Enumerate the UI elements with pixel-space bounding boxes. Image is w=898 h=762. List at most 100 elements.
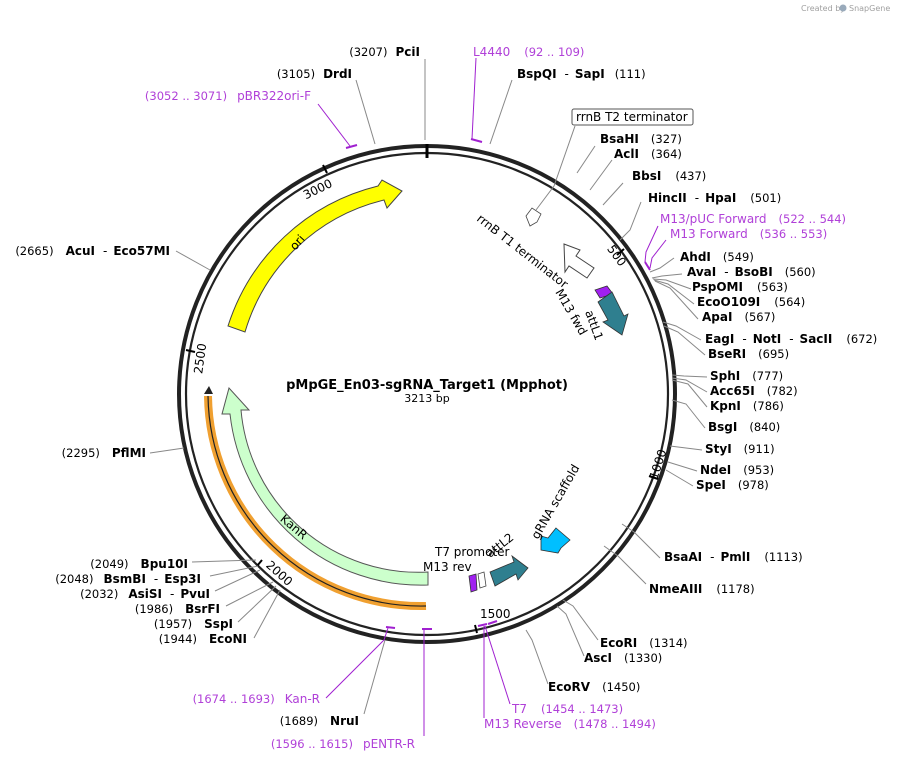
site-name: AscI — [584, 651, 612, 665]
primer-m13-reverse[interactable]: M13 Reverse(1478 .. 1494) — [484, 717, 656, 731]
site-sep: - — [710, 550, 714, 564]
site-ecorv[interactable]: EcoRV(1450) — [548, 680, 640, 694]
site-pos: (1330) — [624, 651, 662, 665]
site-name: BseRI — [708, 347, 746, 361]
site-name2: NotI — [753, 332, 782, 346]
feature-rrnb-t2[interactable]: rrnB T2 terminator — [525, 108, 694, 227]
site-nrui[interactable]: (1689)NruI — [280, 714, 359, 728]
site-pos: (786) — [753, 399, 784, 413]
site-leader — [651, 273, 683, 279]
site-kpni[interactable]: KpnI(786) — [710, 399, 784, 413]
primer-leader — [649, 239, 667, 269]
site-asci[interactable]: AscI (1330) — [584, 651, 662, 665]
site-nmeaiii[interactable]: NmeAIII(1178) — [649, 582, 755, 596]
site-pos: (564) — [774, 295, 805, 309]
primer-l4440[interactable]: L4440(92 .. 109) — [473, 45, 584, 59]
site-sspi[interactable]: (1957)SspI — [154, 617, 233, 631]
site-leader — [175, 250, 211, 271]
site-name: BsaHI — [600, 132, 639, 146]
site-name: EcoRV — [548, 680, 591, 694]
site-name: BsmBI — [104, 572, 146, 586]
primer-m13-puc-forward[interactable]: M13/pUC Forward(522 .. 544) — [660, 212, 846, 226]
feature-kanr[interactable]: KanR — [221, 386, 429, 586]
site-spei[interactable]: SpeI(978) — [696, 478, 769, 492]
site-name: AvaI — [687, 265, 716, 279]
site-name: EagI — [705, 332, 734, 346]
feature-t7-promoter[interactable]: T7 promoter — [434, 545, 510, 589]
primer-m13-forward[interactable]: M13 Forward(536 .. 553) — [670, 227, 827, 241]
site-pflmi[interactable]: (2295)PflMI — [62, 446, 146, 460]
site-bsahi[interactable]: BsaHI(327) — [600, 132, 682, 146]
site-pcii[interactable]: (3207)PciI — [349, 45, 420, 59]
primer-range: (1454 .. 1473) — [541, 702, 623, 716]
site-name2: BsoBI — [735, 265, 773, 279]
primer-pentr-r[interactable]: (1596 .. 1615)pENTR-R — [271, 737, 415, 751]
site-bbsi[interactable]: BbsI(437) — [632, 169, 706, 183]
primer-t7[interactable]: T7(1454 .. 1473) — [511, 702, 623, 716]
site-bsmbi[interactable]: (2048)BsmBI-Esp3I — [55, 572, 201, 586]
site-pos: (2048) — [55, 572, 93, 586]
site-econi[interactable]: (1944)EcoNI — [159, 632, 247, 646]
site-hincii[interactable]: HincII-HpaI(501) — [648, 191, 781, 205]
site-pos: (911) — [744, 442, 775, 456]
primer-kan-r[interactable]: (1674 .. 1693)Kan-R — [193, 692, 320, 706]
site-bspqi[interactable]: BspQI-SapI(111) — [517, 67, 646, 81]
site-bsaai[interactable]: BsaAI-PmlI(1113) — [664, 550, 803, 564]
site-name: NmeAIII — [649, 582, 702, 596]
site-name: ApaI — [702, 310, 732, 324]
site-eagi[interactable]: EagI-NotI-SacII(672) — [705, 332, 877, 346]
feature-m13-rev[interactable]: M13 rev — [423, 560, 478, 593]
primer-leader — [644, 225, 659, 263]
site-drdi[interactable]: (3105)DrdI — [277, 67, 352, 81]
primer-name: M13 Reverse — [484, 717, 562, 731]
site-acui[interactable]: (2665)AcuI-Eco57MI — [15, 244, 170, 258]
rrnb-t1-arrow — [563, 243, 595, 279]
site-pos: (672) — [846, 332, 877, 346]
site-name: Bpu10I — [141, 557, 188, 571]
site-sep: - — [170, 587, 174, 601]
site-apai[interactable]: ApaI (567) — [702, 310, 775, 324]
feature-ori[interactable]: ori — [227, 179, 403, 333]
site-name: EcoO109I — [697, 295, 760, 309]
site-pos: (567) — [744, 310, 775, 324]
site-sphi[interactable]: SphI(777) — [710, 369, 783, 383]
tick-label: 2500 — [191, 342, 209, 374]
site-styi[interactable]: StyI (911) — [705, 442, 775, 456]
site-bsrfi[interactable]: (1986)BsrFI — [135, 602, 220, 616]
site-name2: Esp3I — [164, 572, 201, 586]
site-pspomi[interactable]: PspOMI(563) — [692, 280, 788, 294]
site-bpu10i[interactable]: (2049)Bpu10I — [90, 557, 188, 571]
m13-rev-arrow — [468, 573, 478, 593]
site-pos: (111) — [615, 67, 646, 81]
site-leader — [603, 545, 647, 585]
site-acli[interactable]: AclI(364) — [614, 147, 682, 161]
site-leader — [671, 399, 706, 429]
site-pos: (782) — [767, 384, 798, 398]
site-name: StyI — [705, 442, 732, 456]
site-name: NruI — [330, 714, 359, 728]
site-leader — [355, 79, 376, 145]
site-ndei[interactable]: NdeI(953) — [700, 463, 774, 477]
site-name2: PmlI — [720, 550, 750, 564]
site-pos: (3207) — [349, 45, 387, 59]
tick-mark — [256, 559, 263, 567]
site-ecori[interactable]: EcoRI(1314) — [600, 636, 688, 650]
site-avai[interactable]: AvaI-BsoBI(560) — [687, 265, 816, 279]
site-leader — [669, 445, 703, 451]
site-ahdi[interactable]: AhdI(549) — [680, 250, 754, 264]
feature-grna-scaffold[interactable]: gRNA scaffold — [528, 462, 582, 554]
tick-mark — [616, 248, 625, 256]
primer-mark — [385, 626, 396, 629]
site-name: HincII — [648, 191, 687, 205]
site-name3: SacII — [800, 332, 833, 346]
site-acc65i[interactable]: Acc65I(782) — [710, 384, 798, 398]
site-bseri[interactable]: BseRI(695) — [708, 347, 789, 361]
site-pos: (840) — [749, 420, 780, 434]
feature-attl1[interactable]: attL1 — [582, 291, 629, 342]
site-ecoo109i[interactable]: EcoO109I (564) — [697, 295, 805, 309]
site-name: BspQI — [517, 67, 557, 81]
plasmid-size: 3213 bp — [404, 392, 449, 405]
site-bsgi[interactable]: BsgI(840) — [708, 420, 780, 434]
primer-pbr322ori-f[interactable]: (3052 .. 3071)pBR322ori-F — [145, 89, 311, 103]
site-asisi[interactable]: (2032)AsiSI-PvuI — [80, 587, 210, 601]
